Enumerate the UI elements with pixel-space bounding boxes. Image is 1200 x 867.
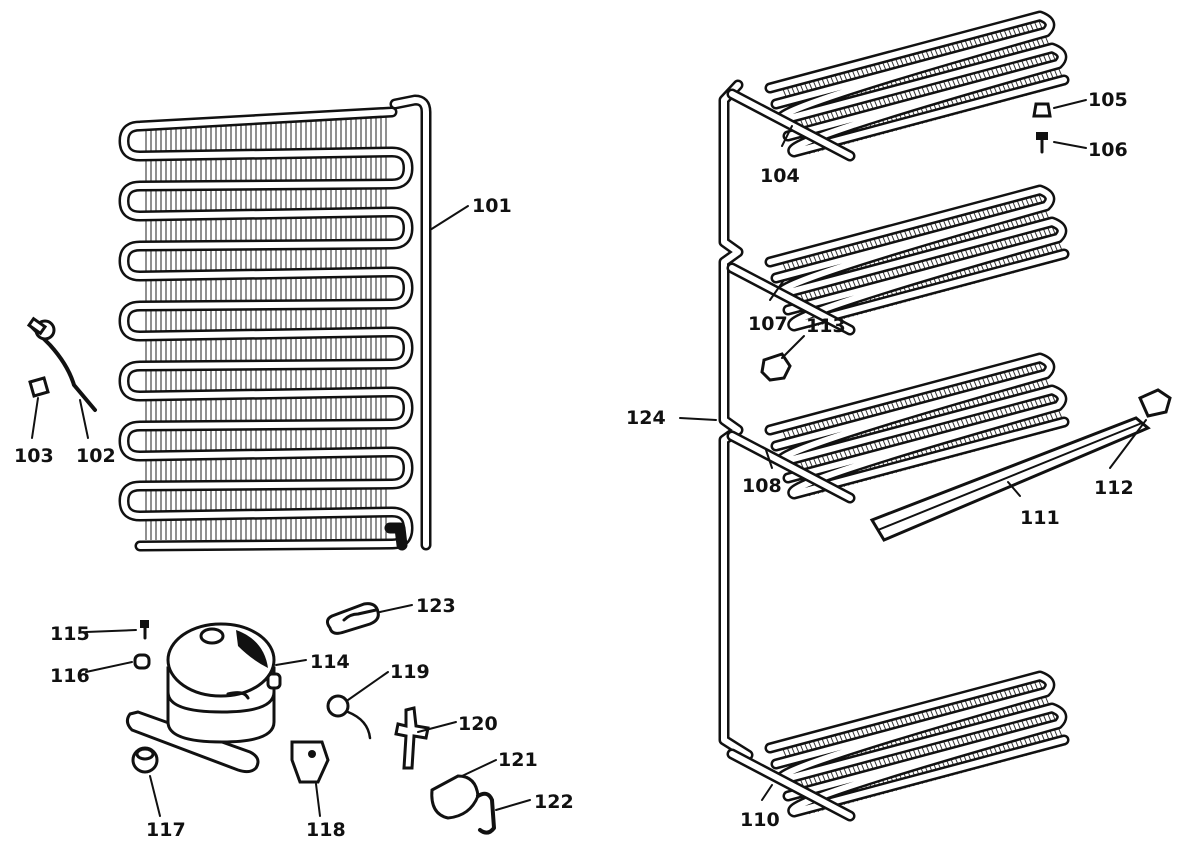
evaporator-shelves: [726, 10, 1070, 822]
callout-121: 121: [498, 749, 538, 771]
connector-part: [1138, 388, 1172, 418]
bracket-part: [394, 706, 430, 770]
fastener-part: [760, 352, 792, 382]
bolt-part: [140, 620, 149, 640]
drain-block-part: [430, 774, 480, 820]
callout-110: 110: [740, 809, 780, 831]
callout-103: 103: [14, 445, 54, 467]
callout-107: 107: [748, 313, 788, 335]
nut-part: [1032, 102, 1052, 118]
callout-102: 102: [76, 445, 116, 467]
evaporator-frame: [718, 79, 754, 761]
callout-106: 106: [1088, 139, 1128, 161]
shelf-108: [726, 352, 1070, 504]
shelf-104: [726, 10, 1070, 162]
callout-104: 104: [760, 165, 800, 187]
callout-118: 118: [306, 819, 346, 841]
callout-112: 112: [1094, 477, 1134, 499]
spring-clip-part: [325, 602, 380, 635]
clip-hook-part: [476, 791, 496, 835]
thermostat-sensor: [26, 316, 97, 412]
callout-114: 114: [310, 651, 350, 673]
callout-115: 115: [50, 623, 90, 645]
condenser-coil: [118, 94, 432, 552]
leader-lines: [31, 99, 1147, 817]
callout-111: 111: [1020, 507, 1060, 529]
callout-101: 101: [472, 195, 512, 217]
callout-120: 120: [458, 713, 498, 735]
overload-part: [326, 694, 372, 740]
callout-119: 119: [390, 661, 430, 683]
relay-part: [290, 740, 330, 784]
callout-113: 113: [806, 315, 846, 337]
compressor: [125, 622, 282, 774]
grommet-part: [131, 746, 159, 774]
callout-108: 108: [742, 475, 782, 497]
callout-122: 122: [534, 791, 574, 813]
washer-part: [133, 653, 151, 670]
callout-116: 116: [50, 665, 90, 687]
screw-part: [1036, 132, 1048, 154]
callout-117: 117: [146, 819, 186, 841]
shelf-110: [726, 670, 1070, 822]
callout-105: 105: [1088, 89, 1128, 111]
clip-part: [28, 376, 50, 398]
callout-124: 124: [626, 407, 666, 429]
callout-labels: 101 102 103 104 105 106 107 108 110 111 …: [14, 89, 1134, 841]
trim-rail: [869, 416, 1151, 542]
shelf-107: [726, 184, 1070, 336]
callout-123: 123: [416, 595, 456, 617]
